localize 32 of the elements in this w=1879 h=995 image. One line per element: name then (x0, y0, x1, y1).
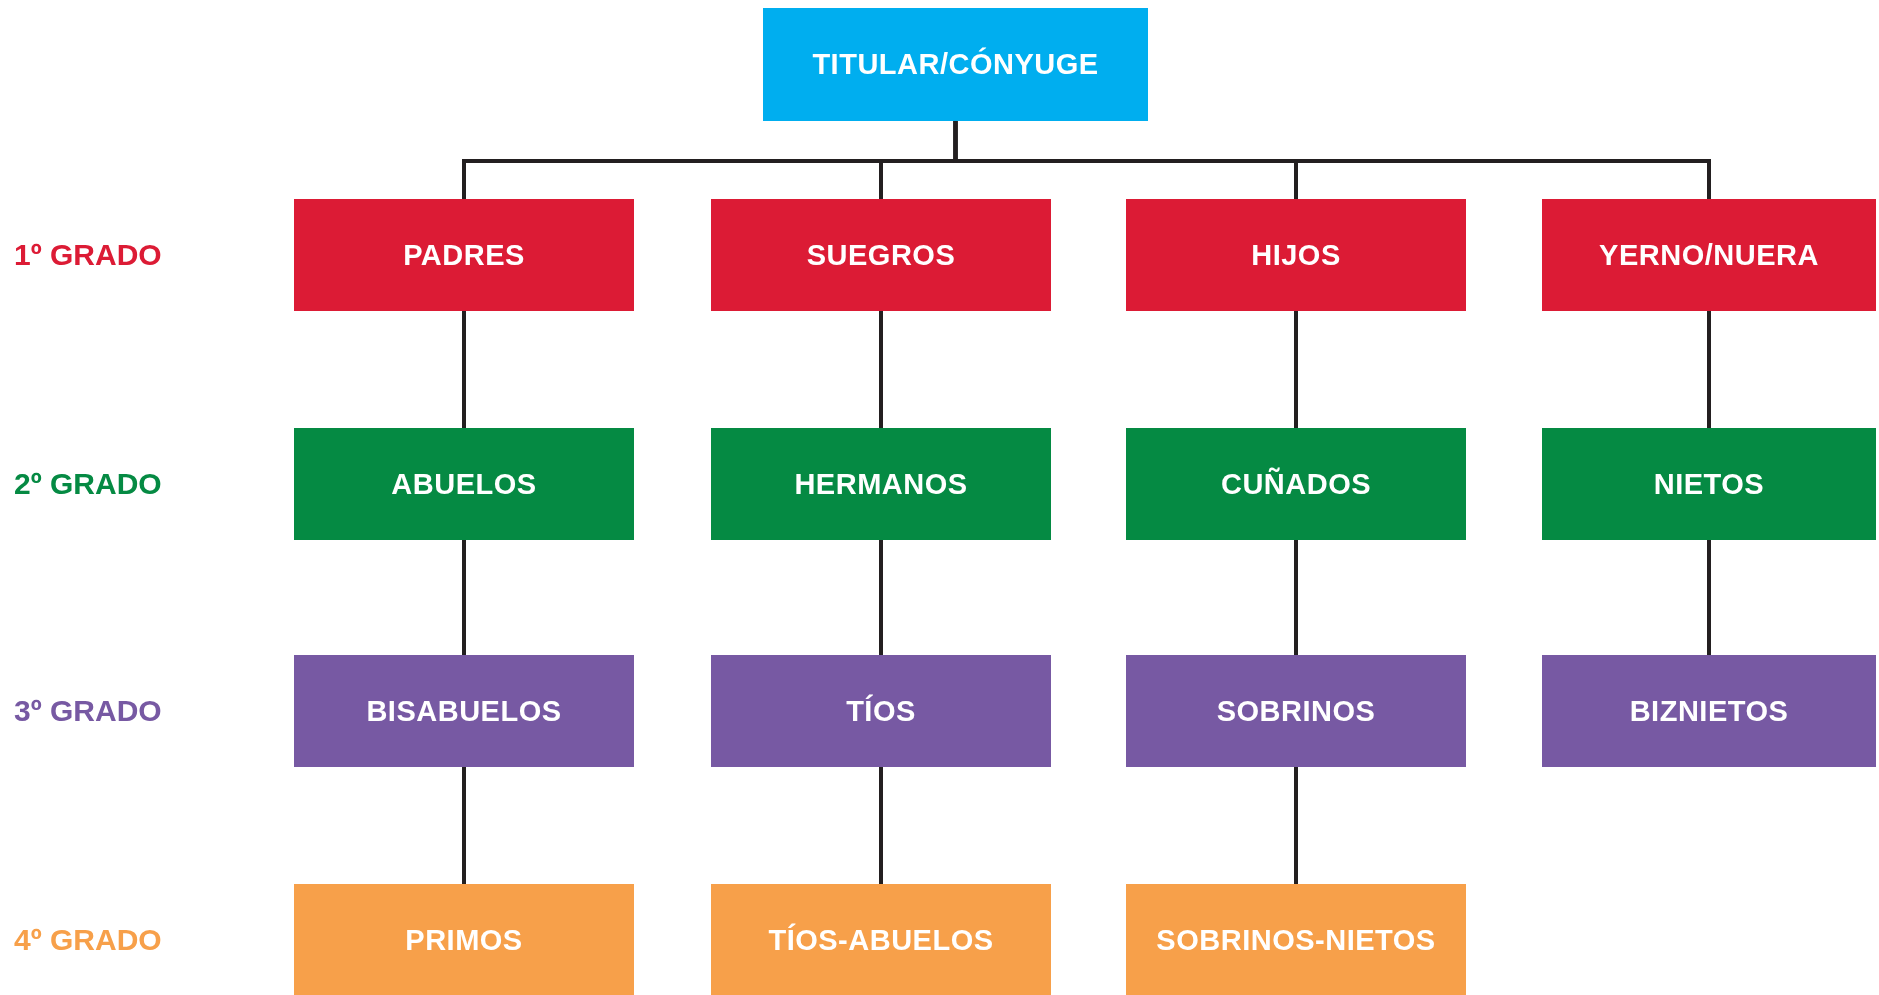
relation-box: PADRES (294, 199, 634, 311)
relation-box: BISABUELOS (294, 655, 634, 767)
connector-line (1707, 311, 1711, 428)
relation-box: SUEGROS (711, 199, 1051, 311)
connector-line (879, 311, 883, 428)
connector-line (1294, 311, 1298, 428)
relation-box: TITULAR/CÓNYUGE (763, 8, 1148, 121)
relation-box: NIETOS (1542, 428, 1876, 540)
relation-box: CUÑADOS (1126, 428, 1466, 540)
connector-line (879, 540, 883, 655)
connector-line (1294, 540, 1298, 655)
connector-line (953, 121, 1711, 199)
relation-box: YERNO/NUERA (1542, 199, 1876, 311)
relation-box: SOBRINOS (1126, 655, 1466, 767)
degree-label: 3º GRADO (14, 696, 162, 726)
degree-label: 2º GRADO (14, 469, 162, 499)
relation-box: HIJOS (1126, 199, 1466, 311)
connector-line (1707, 540, 1711, 655)
connector-line (462, 540, 466, 655)
degree-label: 1º GRADO (14, 240, 162, 270)
connector-line (879, 767, 883, 884)
connector-line (462, 311, 466, 428)
relation-box: ABUELOS (294, 428, 634, 540)
relation-box: TÍOS (711, 655, 1051, 767)
relation-box: TÍOS-ABUELOS (711, 884, 1051, 995)
relation-box: HERMANOS (711, 428, 1051, 540)
relation-box: PRIMOS (294, 884, 634, 995)
connector-line (462, 767, 466, 884)
degree-label: 4º GRADO (14, 925, 162, 955)
relation-box: SOBRINOS-NIETOS (1126, 884, 1466, 995)
connector-line (1294, 767, 1298, 884)
relation-box: BIZNIETOS (1542, 655, 1876, 767)
